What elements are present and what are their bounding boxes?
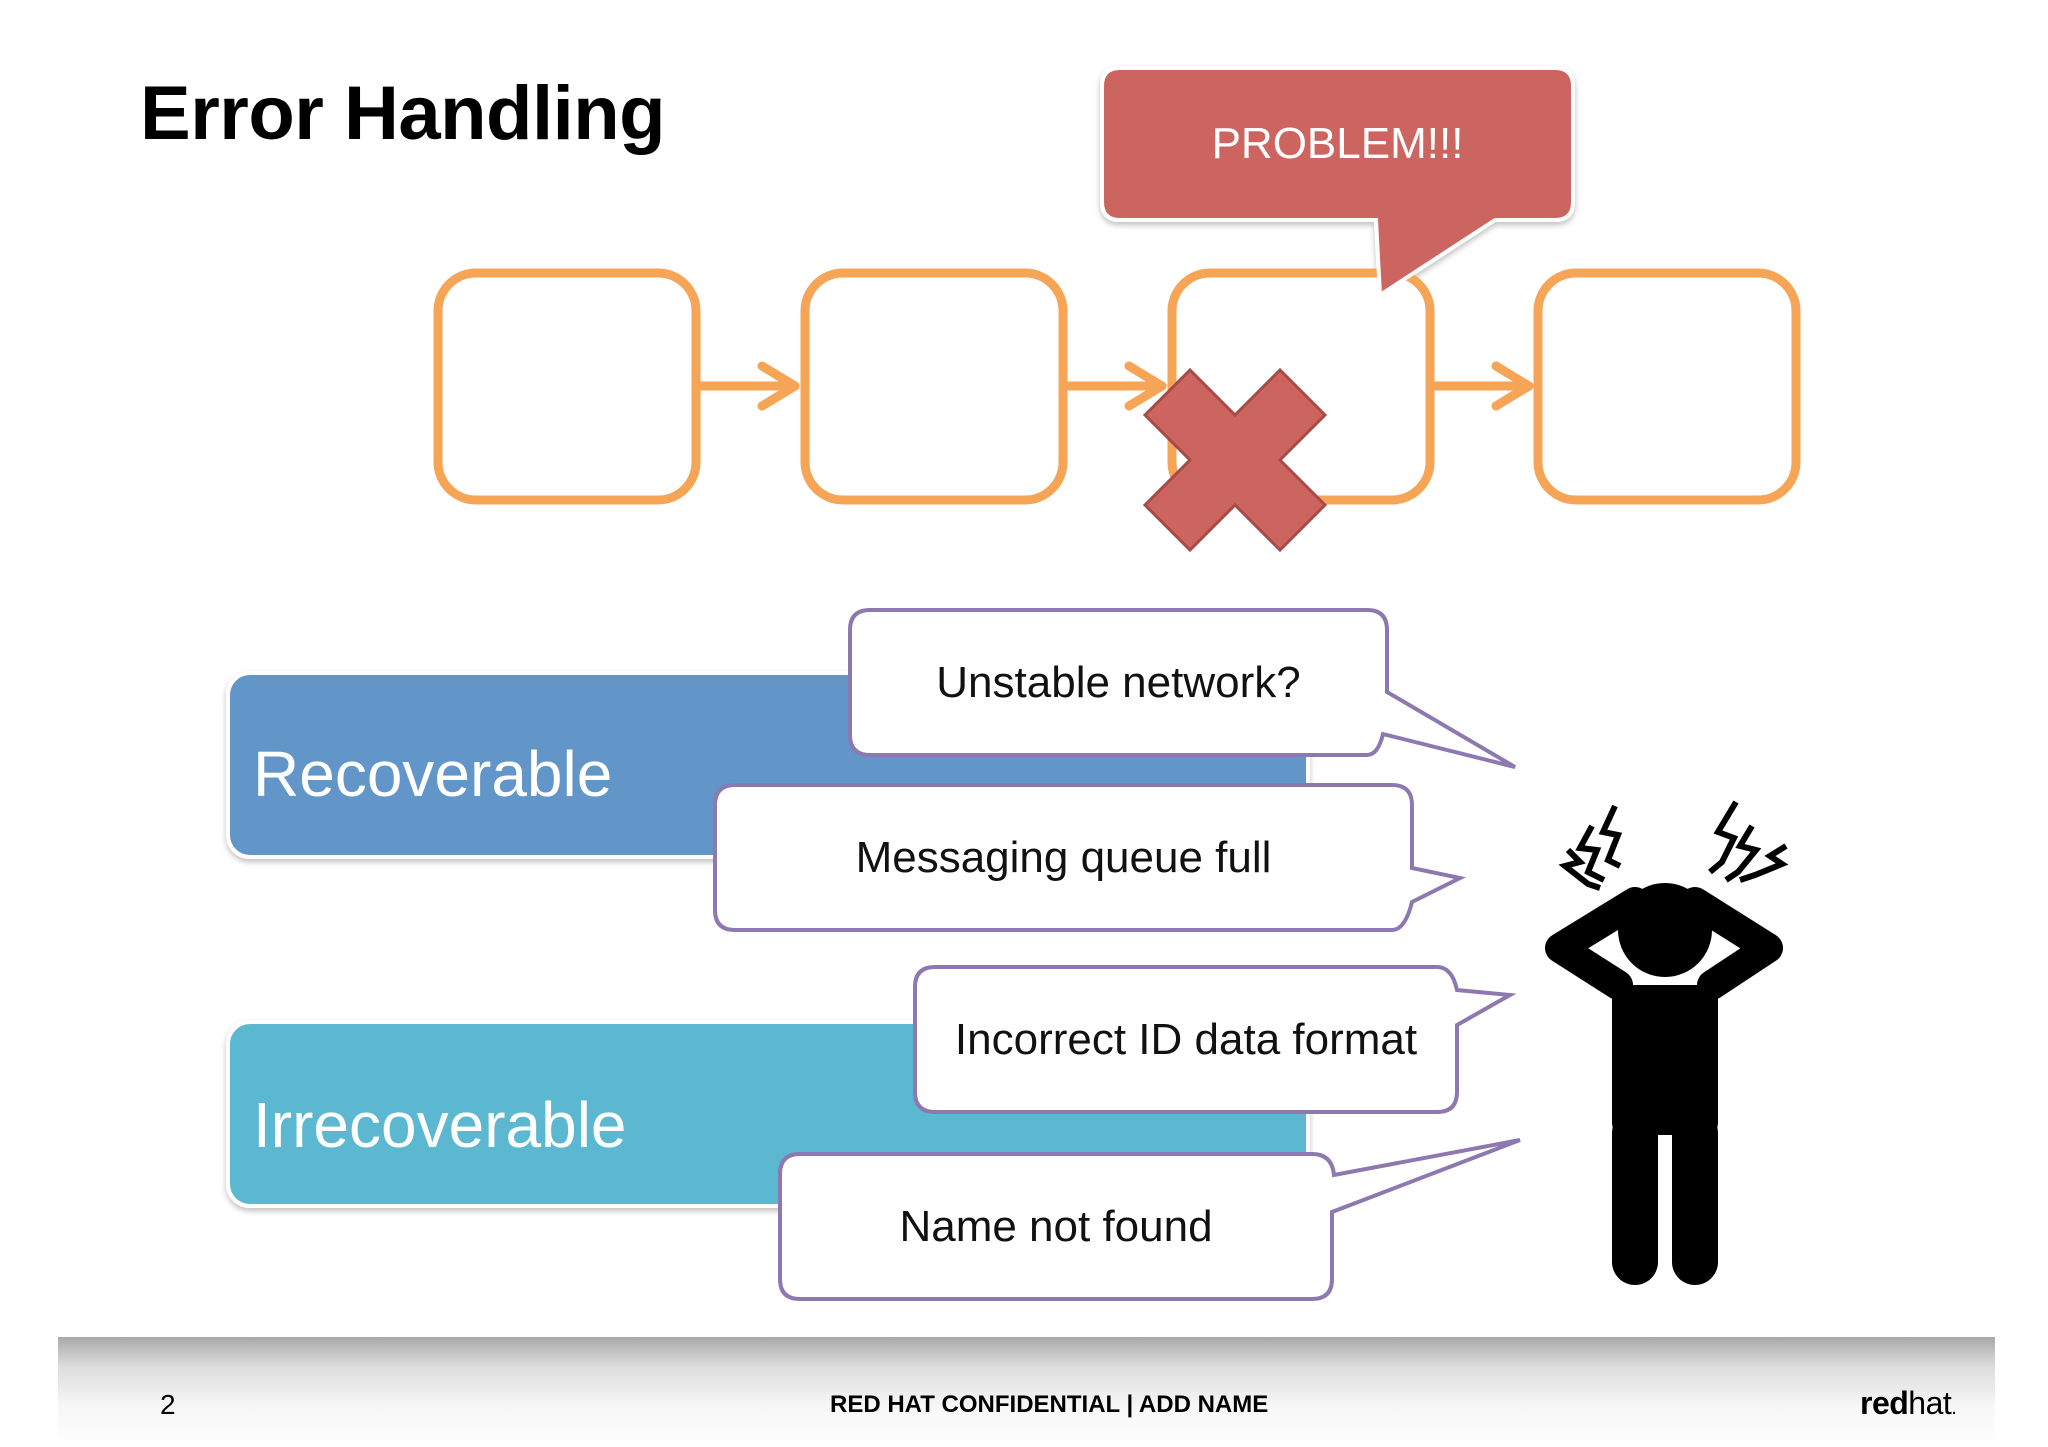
callout-name-not-found-text: Name not found <box>899 1201 1213 1251</box>
problem-label: PROBLEM!!! <box>1211 119 1464 168</box>
pipeline-stage-2 <box>800 268 1068 505</box>
frustrated-person-icon <box>1545 800 1789 1285</box>
recoverable-label: Recoverable <box>253 738 613 810</box>
slide-footer <box>58 1337 1995 1447</box>
pipeline-arrow-3 <box>1429 361 1534 411</box>
pipeline-arrow-1 <box>695 361 800 411</box>
pipeline-arrow-2 <box>1062 361 1167 411</box>
callout-messaging-queue-text: Messaging queue full <box>855 832 1272 882</box>
redhat-logo-text: redhat. <box>1860 1385 1957 1422</box>
slide-title: Error Handling <box>140 71 666 156</box>
callout-unstable-network <box>848 608 1517 769</box>
logo-text-suffix: . <box>1951 1397 1957 1419</box>
redhat-logo: redhat. <box>1802 1376 1962 1426</box>
pipeline-stage-4 <box>1533 268 1801 505</box>
irrecoverable-label: Irrecoverable <box>253 1089 627 1161</box>
logo-text-regular: hat <box>1908 1385 1952 1421</box>
footer-confidential-text: RED HAT CONFIDENTIAL | ADD NAME <box>830 1391 1269 1418</box>
callout-incorrect-id-text: Incorrect ID data format <box>954 1014 1418 1064</box>
cross-icon <box>1142 367 1328 553</box>
callout-name-not-found <box>778 1138 1521 1301</box>
callout-incorrect-id <box>913 965 1517 1114</box>
page-number: 2 <box>160 1389 176 1420</box>
logo-text-bold: red <box>1860 1385 1909 1421</box>
pipeline-stage-1 <box>433 268 701 505</box>
callout-messaging-queue <box>713 783 1467 932</box>
callout-unstable-network-text: Unstable network? <box>936 657 1301 707</box>
